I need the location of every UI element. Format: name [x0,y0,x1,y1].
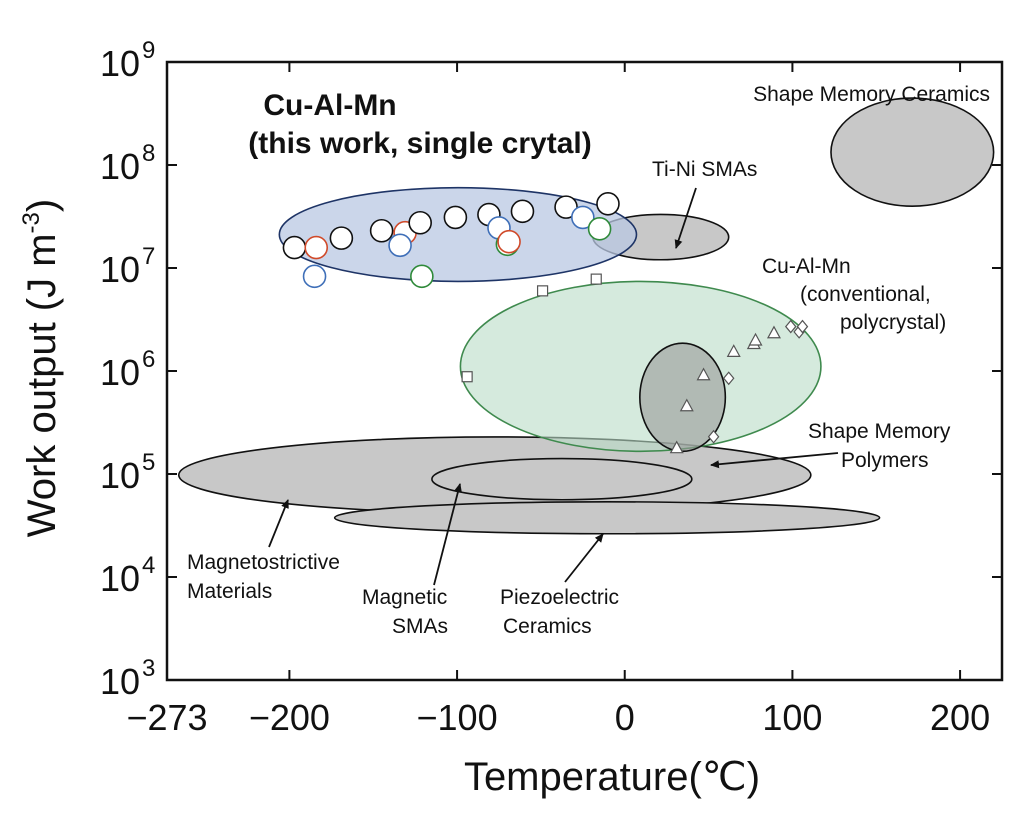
shape-memory-ceramics-label: Shape Memory Ceramics [753,83,990,106]
polycrystal-square-point [536,285,549,297]
cu-polycrystal-label-1: Cu-Al-Mn [762,255,851,278]
x-tick-label: 200 [930,697,990,738]
single-crystal-point [329,226,354,250]
y-tick-label: 10 [100,146,140,187]
cu-polycrystal-label-3: polycrystal) [840,311,946,334]
y-tick-exponent: 7 [142,243,155,270]
piezo-arrow [564,533,604,583]
x-tick-label: −273 [126,697,207,738]
single-crystal-point [302,264,327,289]
single-crystal-point [369,218,394,243]
magnetostrictive-label-2: Materials [187,580,272,603]
y-tick-exponent: 3 [142,655,155,682]
magnetic-smas-label-1: Magnetic [362,586,447,609]
polycrystal-triangle-point [669,440,684,454]
y-axis-title-close: ) [20,199,64,212]
magnetic-smas-arrow [433,483,462,586]
polycrystal-triangle-point [679,398,694,412]
cu-single-crystal-title: Cu-Al-Mn [263,89,396,122]
smp-label-2: Polymers [841,449,929,472]
single-crystal-point [408,210,432,235]
y-tick-exponent: 4 [142,552,155,579]
single-crystal-point [410,264,434,289]
cu-single-crystal-subtitle: (this work, single crytal) [248,127,591,160]
single-crystal-point [571,205,595,230]
polycrystal-square-point [590,273,602,285]
x-tick-label: 0 [615,697,635,738]
magnetostrictive-arrow [268,499,289,548]
single-crystal-point [282,235,307,260]
polycrystal-triangle-point [766,325,781,339]
polycrystal-triangle-point [726,344,741,357]
piezo-label-1: Piezoelectric [500,586,619,609]
smp-arrow [710,452,839,469]
magnetic-smas-label-2: SMAs [392,615,448,638]
polycrystal-diamond-point [707,429,720,444]
y-axis-title: Work output (J m-3) [18,199,64,537]
y-tick-label: 10 [100,455,140,496]
polycrystal-diamond-point [722,371,735,386]
x-tick-label: −200 [249,697,330,738]
y-tick-exponent: 9 [142,37,155,64]
y-tick-label: 10 [100,43,140,84]
y-tick-label: 10 [100,661,140,702]
x-tick-label: −100 [417,697,498,738]
y-tick-exponent: 5 [142,449,155,476]
single-crystal-point [510,199,535,224]
ti-ni-smas-label: Ti-Ni SMAs [652,158,757,181]
x-tick-label: 100 [762,697,822,738]
magnetostrictive-label-1: Magnetostrictive [187,551,340,574]
polycrystal-diamond-point [784,319,797,334]
y-tick-exponent: 6 [142,346,155,373]
y-tick-label: 10 [100,558,140,599]
single-crystal-point [587,217,612,241]
point-layer [282,192,809,454]
x-axis-title: Temperature(℃) [464,755,760,799]
cu-polycrystal-label-2: (conventional, [800,283,931,306]
y-tick-label: 10 [100,249,140,290]
polycrystal-triangle-point [748,332,763,346]
region-ellipse [459,280,822,453]
y-tick-label: 10 [100,352,140,393]
single-crystal-point [596,192,620,216]
polycrystal-diamond-point [796,319,809,334]
y-tick-exponent: 8 [142,140,155,167]
region-layer [177,97,995,535]
region-ellipse [830,97,995,208]
region-ellipse [431,457,693,501]
single-crystal-point [388,233,412,258]
polycrystal-triangle-point [696,367,711,381]
ti-ni-arrow [674,187,697,249]
smp-label-1: Shape Memory [808,420,951,443]
single-crystal-point [443,205,468,230]
region-ellipse [333,501,881,535]
y-axis-title-sup: -3 [18,212,45,233]
single-crystal-point [497,229,521,254]
y-axis-title-main: Work output (J m [20,233,64,537]
region-ellipse [278,186,638,283]
single-crystal-point [304,235,329,260]
piezo-label-2: Ceramics [503,615,592,638]
polycrystal-square-point [461,371,473,383]
